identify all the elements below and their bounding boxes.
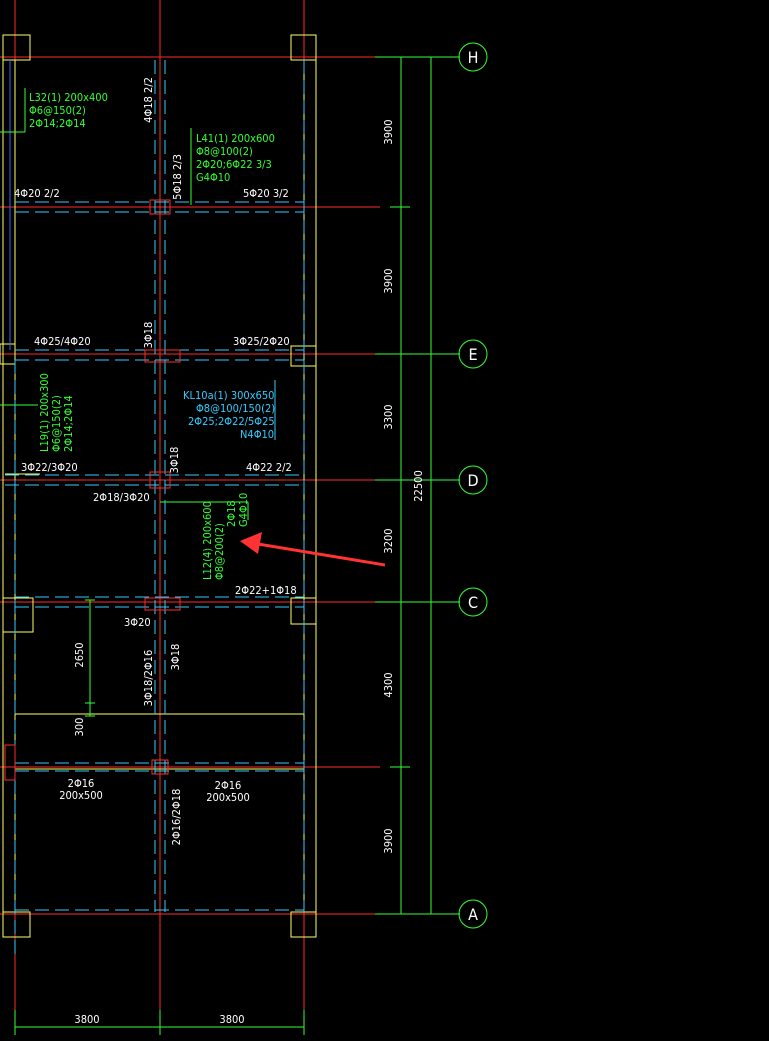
beam-label-kl10a-line3: 2Φ25;2Φ22/5Φ25	[188, 415, 275, 428]
axis-bubble-d-label: D	[467, 471, 478, 490]
crossing-c	[144, 597, 181, 611]
axis-bubble-e-label: E	[468, 345, 477, 364]
dimension-lines	[0, 56, 460, 1035]
beam-dashed-lines	[5, 60, 305, 960]
crossing-left-low	[4, 744, 16, 781]
rebar-top-v: 4Φ18 2/2	[142, 77, 155, 123]
rebar-d-right: 4Φ22 2/2	[246, 461, 292, 474]
dim-text-c-a-1: 4300	[382, 672, 395, 697]
axis-bubbles: H E D C A	[458, 42, 488, 929]
dim-text-bottom-right: 3800	[219, 1013, 244, 1026]
beam-label-l41-line3: 2Φ20;6Φ22 3/3	[196, 158, 272, 171]
dim-text-c-a-2: 3900	[382, 828, 395, 853]
rebar-mid-v1: 5Φ18 2/3	[171, 154, 184, 200]
axis-bubble-h-circle	[458, 42, 488, 72]
beam-label-l19-line2: Φ6@150(2)	[50, 395, 63, 452]
beam-label-l41: L41(1) 200x600 Φ8@100(2) 2Φ20;6Φ22 3/3 G…	[196, 132, 275, 184]
beam-label-l12-line3: 2Φ18	[225, 500, 238, 527]
axis-bubble-d-circle	[458, 465, 488, 495]
rebar-c-below: 3Φ20	[124, 616, 151, 629]
rebar-e-left: 4Φ25/4Φ20	[34, 335, 91, 348]
axis-bubble-e: E	[458, 339, 488, 369]
beam-label-l19-line1: L19(1) 200x300	[38, 373, 51, 452]
axis-bubble-a: A	[458, 899, 488, 929]
beam-label-l32-line3: 2Φ14;2Φ14	[29, 117, 86, 130]
axis-bubble-h: H	[458, 42, 488, 72]
rebar-d-left: 3Φ22/3Φ20	[21, 461, 78, 474]
crossing-r2	[151, 759, 169, 775]
dim-text-bottom-left: 3800	[74, 1013, 99, 1026]
beam-label-l19-line3: 2Φ14;2Φ14	[62, 395, 75, 452]
crossing-r1	[149, 199, 171, 215]
dim-text-h-e-1: 3900	[382, 119, 395, 144]
column-c-left	[2, 597, 34, 633]
axis-bubble-d: D	[458, 465, 488, 495]
axis-bubble-c: C	[458, 587, 488, 617]
rebar-c-right: 2Φ22+1Φ18	[235, 584, 297, 597]
crossing-e	[144, 349, 181, 363]
red-arrow-shaft	[257, 542, 386, 567]
beam-label-l12-line4: G4Φ10	[237, 493, 250, 527]
beam-crossings	[4, 199, 181, 781]
beam-label-kl10a: KL10a(1) 300x650 Φ8@100/150(2) 2Φ25;2Φ22…	[183, 389, 275, 441]
rebar-r1-right: 5Φ20 3/2	[243, 187, 289, 200]
dim-text-e-d: 3300	[382, 404, 395, 429]
rebar-low-left-1: 2Φ16	[68, 777, 95, 790]
beam-label-l41-line2: Φ8@100(2)	[196, 145, 253, 158]
beam-label-l41-line1: L41(1) 200x600	[196, 132, 275, 145]
beam-label-l32-line1: L32(1) 200x400	[29, 91, 108, 104]
beam-label-l32: L32(1) 200x400 Φ6@150(2) 2Φ14;2Φ14	[29, 91, 108, 130]
rebar-low-v: 2Φ16/2Φ18	[170, 789, 183, 846]
beam-label-l41-line4: G4Φ10	[196, 171, 230, 184]
crossing-d	[149, 471, 171, 489]
axis-bubble-c-circle	[458, 587, 488, 617]
dimension-texts: 3900 3900 3300 3200 4300 3900 22500 3800…	[73, 119, 425, 1026]
rebar-e-right: 3Φ25/2Φ20	[233, 335, 290, 348]
beam-label-l12: L12(4) 200x600 Φ8@200(2) 2Φ18 G4Φ10	[201, 493, 250, 580]
beam-label-kl10a-line2: Φ8@100/150(2)	[196, 402, 275, 415]
axis-bubble-a-label: A	[468, 905, 478, 924]
rebar-low-right-2: 200x500	[206, 791, 250, 804]
column-h-left	[2, 34, 31, 61]
axis-bubble-h-label: H	[468, 48, 479, 67]
beam-label-kl10a-line4: N4Φ10	[240, 428, 274, 441]
red-arrow-head	[240, 532, 262, 554]
column-a-left	[2, 911, 31, 938]
dim-text-2650: 2650	[73, 642, 86, 667]
beam-label-l19: L19(1) 200x300 Φ6@150(2) 2Φ14;2Φ14	[38, 373, 75, 452]
axis-bubble-c-label: C	[468, 593, 478, 612]
beam-label-l32-line2: Φ6@150(2)	[29, 104, 86, 117]
beam-label-kl10a-line1: KL10a(1) 300x650	[183, 389, 274, 402]
dim-text-total: 22500	[412, 470, 425, 501]
beam-label-l12-line1: L12(4) 200x600	[201, 501, 214, 580]
rebar-low-right-1: 2Φ16	[215, 779, 242, 792]
axis-bubble-a-circle	[458, 899, 488, 929]
dim-text-d-c: 3200	[382, 528, 395, 553]
rebar-e-v: 3Φ18	[142, 322, 155, 349]
rebar-c-v1: 3Φ18/2Φ16	[142, 650, 155, 707]
red-arrow	[240, 532, 386, 567]
rebar-r1-left: 4Φ20 2/2	[14, 187, 60, 200]
rebar-c-v2: 3Φ18	[169, 644, 182, 671]
beam-label-l12-line2: Φ8@200(2)	[213, 523, 226, 580]
dim-text-h-e-2: 3900	[382, 268, 395, 293]
rebar-low-left-2: 200x500	[59, 789, 103, 802]
rebar-labels: 4Φ18 2/2 5Φ18 2/3 4Φ20 2/2 5Φ20 3/2 4Φ25…	[14, 77, 297, 845]
rebar-d-below: 2Φ18/3Φ20	[93, 491, 150, 504]
dim-text-300: 300	[73, 718, 86, 737]
rebar-d-v: 3Φ18	[168, 447, 181, 474]
axis-bubble-e-circle	[458, 339, 488, 369]
